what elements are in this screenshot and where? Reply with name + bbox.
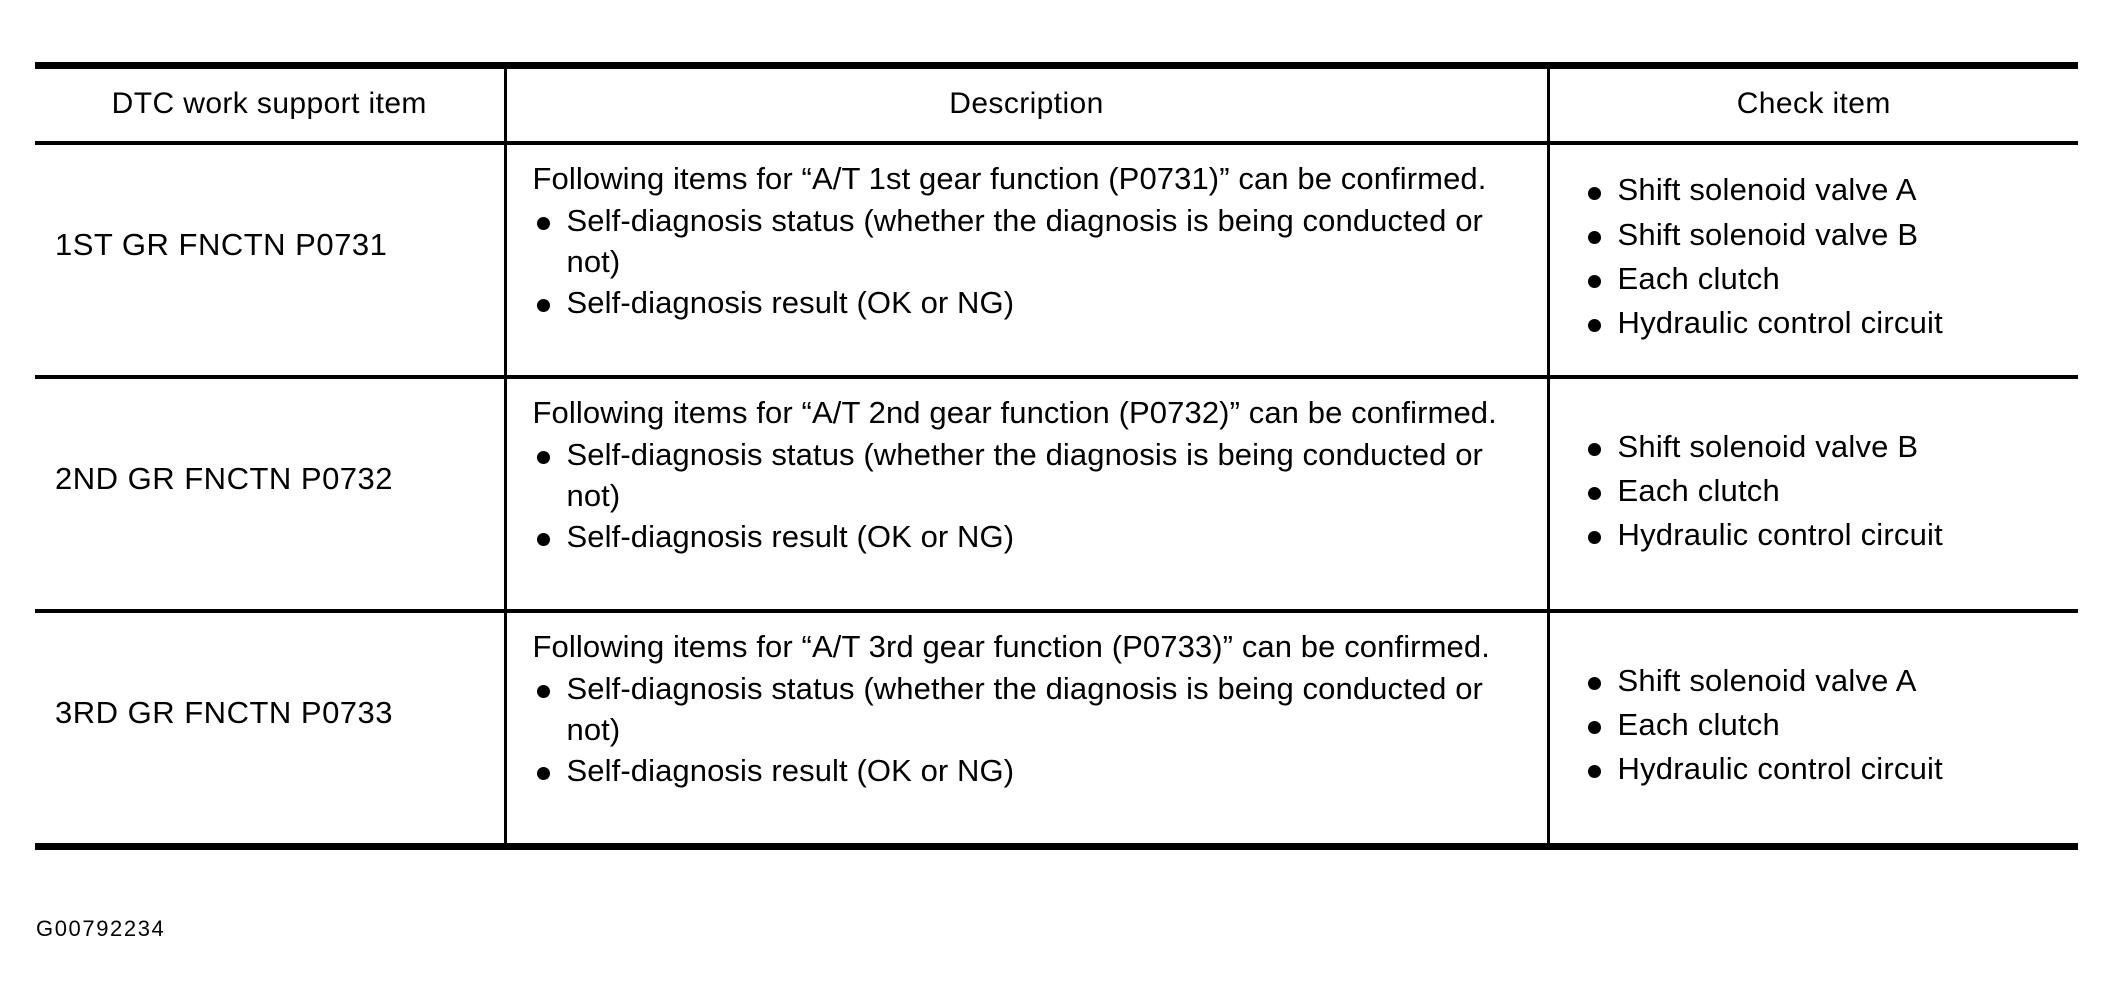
cell-check-item: Shift solenoid valve B Each clutch Hydra… xyxy=(1546,377,2078,613)
bullet-icon xyxy=(1587,720,1601,734)
bullet-icon xyxy=(536,767,550,780)
description-bullet: Self-diagnosis result (OK or NG) xyxy=(533,283,1521,323)
table-header: DTC work support item Description Check … xyxy=(35,62,2078,145)
check-item: Each clutch xyxy=(1584,259,2059,299)
check-item-text: Hydraulic control circuit xyxy=(1617,517,1943,553)
description-bullet-text: Self-diagnosis status (whether the diagn… xyxy=(566,437,1483,513)
check-item: Hydraulic control circuit xyxy=(1584,749,2059,789)
description-intro: Following items for “A/T 1st gear functi… xyxy=(532,161,1487,196)
description-bullet: Self-diagnosis status (whether the diagn… xyxy=(533,669,1521,750)
column-header-check-item: Check item xyxy=(1546,62,2078,145)
check-item-text: Shift solenoid valve B xyxy=(1617,216,1919,252)
description-bullet: Self-diagnosis result (OK or NG) xyxy=(533,517,1521,557)
check-item-list: Shift solenoid valve B Each clutch Hydra… xyxy=(1584,427,2059,560)
cell-description: Following items for “A/T 1st gear functi… xyxy=(503,143,1548,379)
description-bullet: Self-diagnosis result (OK or NG) xyxy=(533,751,1521,791)
description-bullet-text: Self-diagnosis result (OK or NG) xyxy=(566,284,1015,320)
cell-description: Following items for “A/T 3rd gear functi… xyxy=(503,611,1548,850)
table-header-row: DTC work support item Description Check … xyxy=(35,62,2078,145)
bullet-icon xyxy=(1587,676,1601,690)
table-body: 1ST GR FNCTN P0731 Following items for “… xyxy=(35,143,2078,850)
bullet-icon xyxy=(536,217,550,231)
check-item: Shift solenoid valve B xyxy=(1584,215,2059,255)
description-bullet-list: Self-diagnosis status (whether the diagn… xyxy=(533,669,1521,791)
check-item-text: Hydraulic control circuit xyxy=(1617,751,1943,787)
bullet-icon xyxy=(1587,319,1601,333)
column-header-dtc-work-support-item: DTC work support item xyxy=(35,62,505,145)
cell-dtc-work-support-item: 1ST GR FNCTN P0731 xyxy=(35,143,505,379)
bullet-icon xyxy=(1587,230,1601,244)
bullet-icon xyxy=(1587,275,1601,289)
bullet-icon xyxy=(1587,765,1601,779)
check-item: Hydraulic control circuit xyxy=(1584,515,2059,555)
bullet-icon xyxy=(1587,531,1601,545)
check-item-text: Each clutch xyxy=(1617,261,1780,296)
check-item: Each clutch xyxy=(1584,705,2059,745)
figure-id-caption: G00792234 xyxy=(36,916,166,941)
check-item-text: Shift solenoid valve B xyxy=(1617,428,1919,464)
table-row: 3RD GR FNCTN P0733 Following items for “… xyxy=(35,611,2078,850)
bullet-icon xyxy=(1587,442,1601,456)
bullet-icon xyxy=(1587,186,1601,200)
check-item-list: Shift solenoid valve A Each clutch Hydra… xyxy=(1584,661,2059,794)
check-item: Hydraulic control circuit xyxy=(1584,303,2059,343)
dtc-item-label: 1ST GR FNCTN P0731 xyxy=(55,227,388,262)
description-bullet: Self-diagnosis status (whether the diagn… xyxy=(533,201,1521,282)
description-bullet: Self-diagnosis status (whether the diagn… xyxy=(533,435,1521,516)
description-bullet-text: Self-diagnosis result (OK or NG) xyxy=(566,752,1015,788)
check-item-text: Shift solenoid valve A xyxy=(1617,172,1917,208)
bullet-icon xyxy=(536,451,550,465)
check-item-text: Hydraulic control circuit xyxy=(1617,305,1943,341)
description-bullet-text: Self-diagnosis result (OK or NG) xyxy=(566,518,1015,554)
dtc-item-label: 2ND GR FNCTN P0732 xyxy=(55,461,394,496)
description-bullet-text: Self-diagnosis status (whether the diagn… xyxy=(566,671,1483,747)
cell-check-item: Shift solenoid valve A Shift solenoid va… xyxy=(1546,143,2078,379)
description-intro: Following items for “A/T 2nd gear functi… xyxy=(532,395,1497,430)
bullet-icon xyxy=(536,533,550,546)
cell-check-item: Shift solenoid valve A Each clutch Hydra… xyxy=(1546,611,2078,850)
check-item-text: Each clutch xyxy=(1617,706,1780,742)
bullet-icon xyxy=(536,685,550,699)
check-item: Each clutch xyxy=(1584,471,2059,511)
check-item: Shift solenoid valve B xyxy=(1584,427,2059,467)
description-bullet-list: Self-diagnosis status (whether the diagn… xyxy=(533,435,1521,557)
table-row: 1ST GR FNCTN P0731 Following items for “… xyxy=(35,143,2078,379)
bullet-icon xyxy=(536,299,550,312)
cell-dtc-work-support-item: 3RD GR FNCTN P0733 xyxy=(35,611,505,850)
dtc-item-label: 3RD GR FNCTN P0733 xyxy=(55,695,394,730)
description-bullet-text: Self-diagnosis status (whether the diagn… xyxy=(566,203,1483,279)
description-intro: Following items for “A/T 3rd gear functi… xyxy=(532,629,1490,664)
table-row: 2ND GR FNCTN P0732 Following items for “… xyxy=(35,377,2078,613)
check-item: Shift solenoid valve A xyxy=(1584,170,2059,210)
check-item-text: Each clutch xyxy=(1617,472,1780,508)
check-item-text: Shift solenoid valve A xyxy=(1617,662,1917,698)
bullet-icon xyxy=(1587,486,1601,500)
check-item: Shift solenoid valve A xyxy=(1584,661,2059,701)
check-item-list: Shift solenoid valve A Shift solenoid va… xyxy=(1584,170,2059,347)
cell-description: Following items for “A/T 2nd gear functi… xyxy=(503,377,1548,613)
column-header-description: Description xyxy=(503,62,1548,145)
description-bullet-list: Self-diagnosis status (whether the diagn… xyxy=(533,201,1521,323)
dtc-work-support-table: DTC work support item Description Check … xyxy=(35,62,2078,850)
cell-dtc-work-support-item: 2ND GR FNCTN P0732 xyxy=(35,377,505,613)
